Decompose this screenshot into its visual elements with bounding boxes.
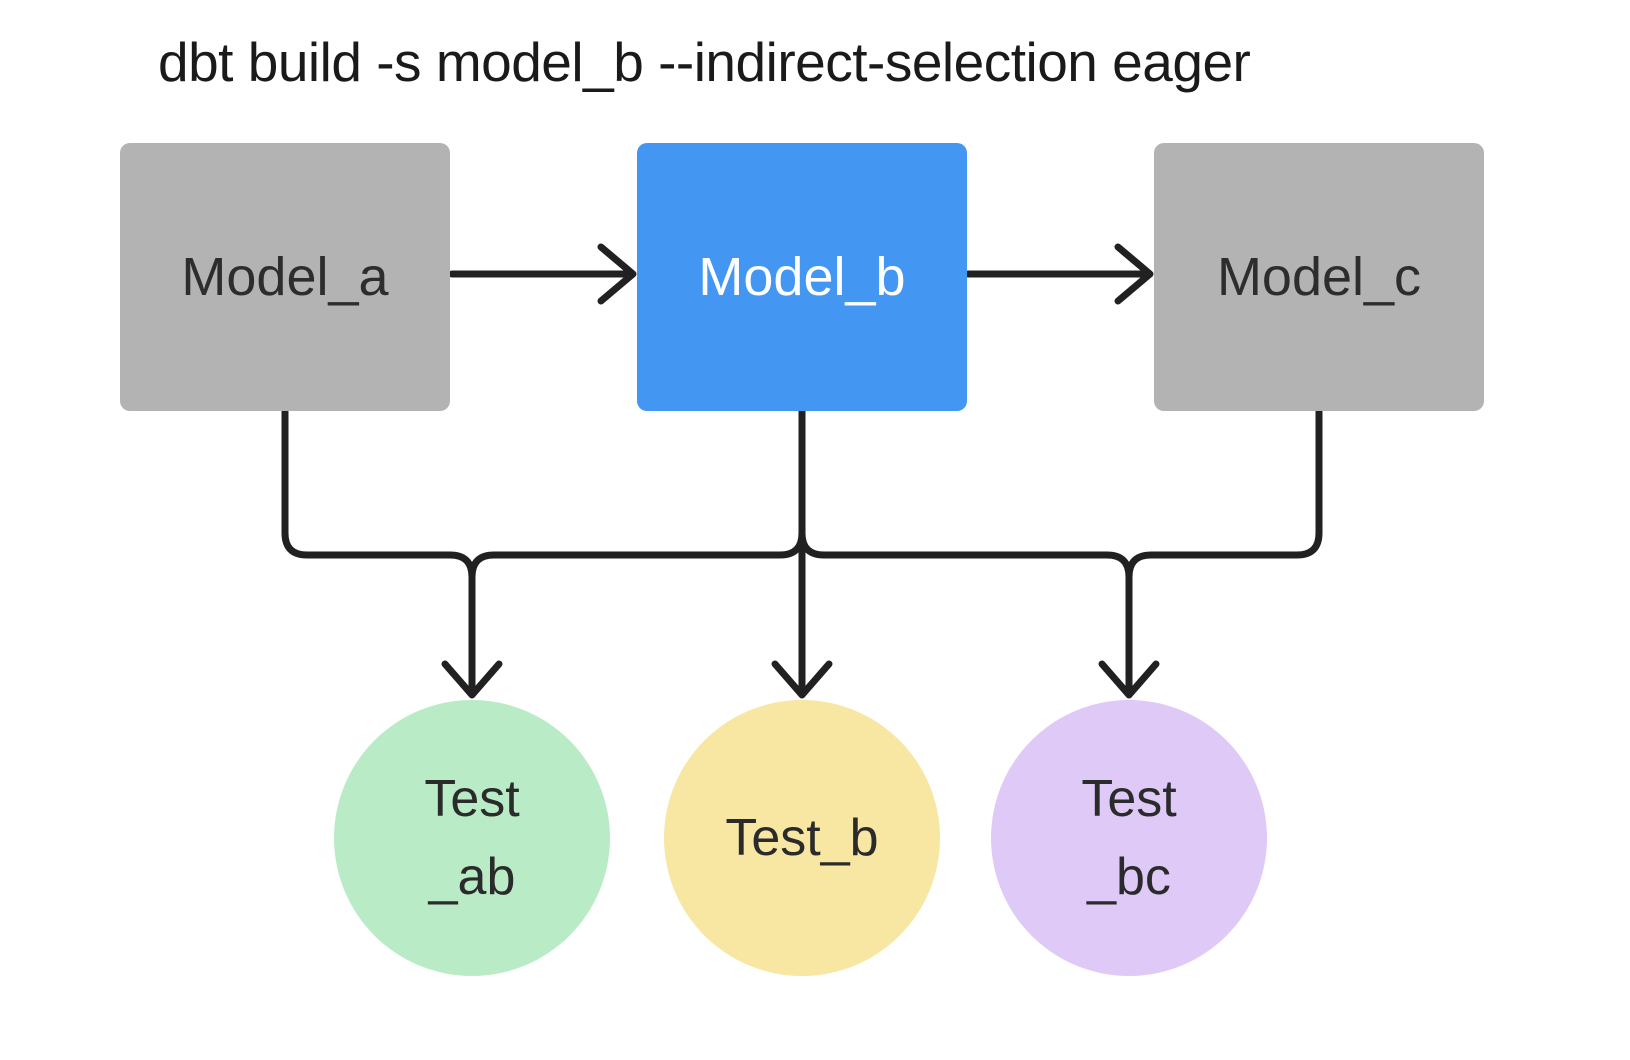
node-model-c: Model_c [1154, 143, 1484, 411]
node-test-b-label: Test_b [725, 809, 879, 867]
node-test-bc: Test _bc [991, 700, 1267, 976]
node-model-b: Model_b [637, 143, 967, 411]
node-test-ab-label-line2: _ab [428, 848, 516, 906]
edge-model-b-to-test-ab [468, 529, 806, 581]
diagram-title: dbt build -s model_b --indirect-selectio… [158, 31, 1251, 93]
edge-model-c-to-test-bc [1125, 404, 1323, 696]
node-model-b-label: Model_b [698, 247, 906, 307]
arrowhead-test-b-icon [771, 660, 833, 699]
arrowhead-model-c-icon [1114, 243, 1154, 305]
edge-model-a-to-test-ab [281, 404, 476, 696]
node-model-c-label: Model_c [1216, 247, 1422, 307]
node-test-ab: Test _ab [334, 700, 610, 976]
node-model-a: Model_a [120, 143, 450, 411]
node-test-b: Test_b [664, 700, 940, 976]
arrowhead-model-b-icon [597, 243, 637, 305]
node-test-ab-label-line1: Test [424, 770, 520, 828]
arrowhead-test-ab-icon [441, 660, 503, 699]
node-test-bc-label-line1: Test [1081, 770, 1177, 828]
node-test-bc-label-line2: _bc [1087, 848, 1171, 906]
node-model-a-label: Model_a [181, 247, 389, 307]
arrowhead-test-bc-icon [1098, 660, 1160, 699]
edge-model-b-to-test-bc [798, 529, 1133, 581]
